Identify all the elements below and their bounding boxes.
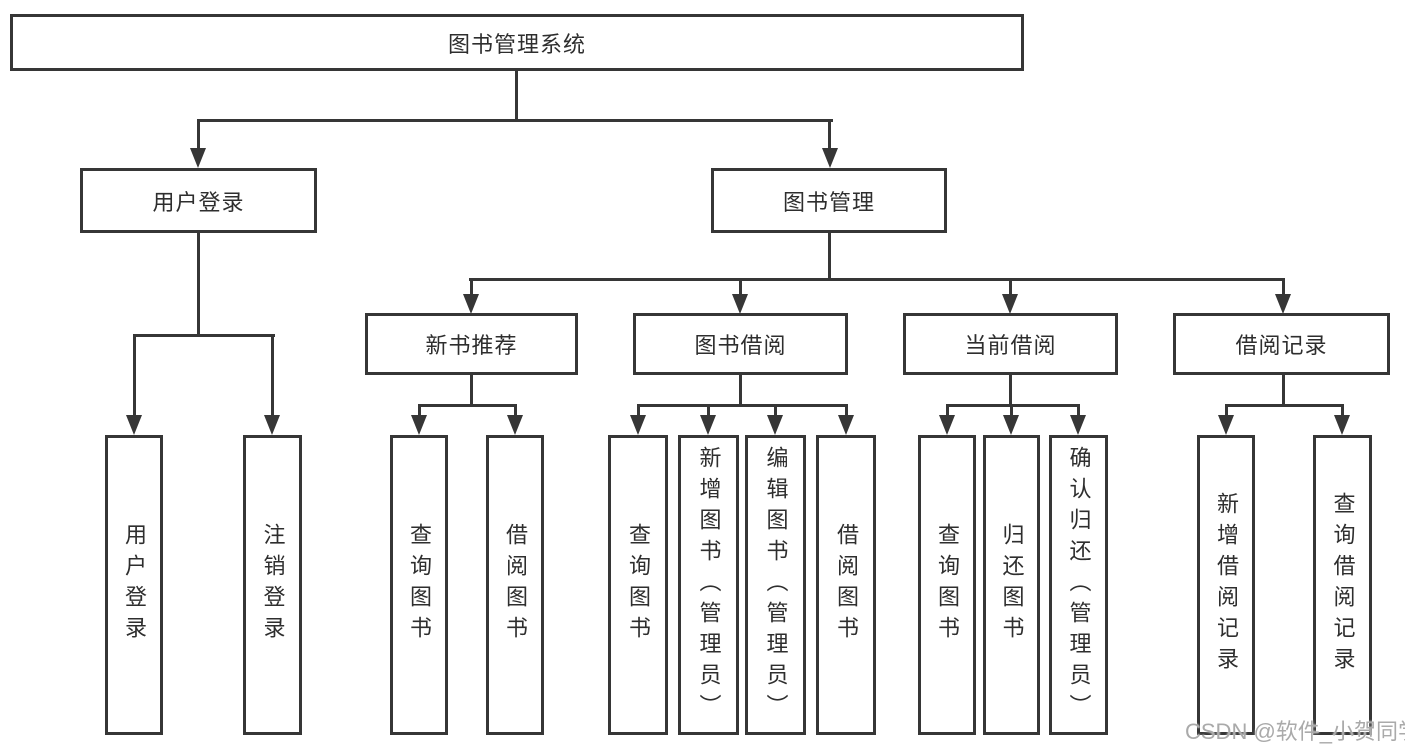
arrow-down-icon [1218, 415, 1234, 435]
connector-line [469, 278, 1285, 281]
leaf-label: 查询借阅记录 [1330, 492, 1356, 678]
node-borrowing-records: 借阅记录 [1173, 313, 1390, 375]
connector-line [1282, 278, 1285, 296]
connector-line [637, 404, 640, 417]
leaf-edit-books-admin: 编辑图书（管理员） [745, 435, 806, 735]
connector-line [774, 404, 777, 417]
arrow-down-icon [1003, 415, 1019, 435]
connector-line [946, 404, 949, 417]
node-label: 图书借阅 [694, 333, 787, 358]
arrow-down-icon [732, 294, 748, 314]
arrow-down-icon [126, 415, 142, 435]
node-label: 用户登录 [152, 189, 245, 215]
leaf-label: 新增借阅记录 [1214, 492, 1239, 678]
arrow-down-icon [1275, 294, 1291, 314]
connector-line [418, 404, 516, 407]
leaf-borrow-books-recommend: 借阅图书 [486, 435, 544, 735]
leaf-return-books: 归还图书 [983, 435, 1040, 735]
arrow-down-icon [463, 294, 479, 314]
leaf-label: 查询图书 [626, 523, 651, 647]
connector-line [1010, 404, 1013, 417]
node-label: 图书管理 [782, 189, 875, 215]
arrow-down-icon [264, 415, 280, 435]
node-new-book-recommendation: 新书推荐 [365, 313, 578, 375]
leaf-label: 注销登录 [260, 523, 286, 647]
arrow-down-icon [1334, 415, 1350, 435]
connector-line [637, 404, 848, 407]
leaf-label: 查询图书 [935, 523, 960, 647]
connector-line [514, 404, 517, 417]
connector-line [470, 375, 473, 406]
node-book-borrowing: 图书借阅 [633, 313, 848, 375]
arrow-down-icon [822, 148, 838, 168]
connector-line [197, 119, 833, 122]
connector-line [739, 375, 742, 406]
node-current-borrowing: 当前借阅 [903, 313, 1118, 375]
leaf-label: 借阅图书 [503, 523, 528, 647]
arrow-down-icon [700, 415, 716, 435]
leaf-query-borrow-record: 查询借阅记录 [1313, 435, 1372, 735]
leaf-query-books-recommend: 查询图书 [390, 435, 448, 735]
arrow-down-icon [767, 415, 783, 435]
connector-line [1225, 404, 1344, 407]
connector-line [133, 334, 136, 417]
connector-line [1009, 375, 1012, 406]
connector-line [1282, 375, 1285, 406]
arrow-down-icon [411, 415, 427, 435]
leaf-add-borrow-record: 新增借阅记录 [1197, 435, 1255, 735]
leaf-confirm-return-admin: 确认归还（管理员） [1049, 435, 1108, 735]
leaf-label: 确认归还（管理员） [1066, 445, 1092, 725]
node-book-management: 图书管理 [711, 168, 947, 233]
connector-line [707, 404, 710, 417]
connector-line [946, 404, 1080, 407]
node-label: 借阅记录 [1235, 333, 1328, 358]
connector-line [845, 404, 848, 417]
connector-line [515, 70, 518, 120]
arrow-down-icon [1070, 415, 1086, 435]
connector-line [271, 334, 274, 417]
arrow-down-icon [190, 148, 206, 168]
leaf-query-books-current: 查询图书 [918, 435, 976, 735]
connector-line [1341, 404, 1344, 417]
leaf-label: 编辑图书（管理员） [763, 445, 789, 725]
arrow-down-icon [630, 415, 646, 435]
connector-line [197, 119, 200, 150]
node-library-system: 图书管理系统 [10, 14, 1024, 71]
leaf-label: 查询图书 [407, 523, 432, 647]
leaf-query-books-borrow: 查询图书 [608, 435, 668, 735]
node-label: 新书推荐 [425, 333, 518, 358]
connector-line [133, 334, 275, 337]
leaf-label: 用户登录 [122, 523, 147, 647]
node-label: 图书管理系统 [447, 31, 586, 57]
node-user-login: 用户登录 [80, 168, 317, 233]
arrow-down-icon [838, 415, 854, 435]
node-label: 当前借阅 [964, 333, 1057, 358]
leaf-borrow-books: 借阅图书 [816, 435, 876, 735]
arrow-down-icon [1002, 294, 1018, 314]
leaf-label: 新增图书（管理员） [696, 445, 722, 725]
connector-line [1225, 404, 1228, 417]
leaf-logout: 注销登录 [243, 435, 302, 735]
leaf-user-login: 用户登录 [105, 435, 163, 735]
leaf-add-books-admin: 新增图书（管理员） [678, 435, 739, 735]
connector-line [739, 278, 742, 296]
connector-line [1077, 404, 1080, 417]
connector-line [828, 233, 831, 280]
csdn-watermark: CSDN @软件_小贺同学 [1185, 719, 1405, 744]
connector-line [1009, 278, 1012, 296]
leaf-label: 归还图书 [999, 523, 1025, 647]
arrow-down-icon [939, 415, 955, 435]
connector-line [197, 233, 200, 337]
connector-line [470, 278, 473, 296]
connector-line [828, 119, 831, 150]
leaf-label: 借阅图书 [834, 523, 859, 647]
arrow-down-icon [507, 415, 523, 435]
connector-line [418, 404, 421, 417]
